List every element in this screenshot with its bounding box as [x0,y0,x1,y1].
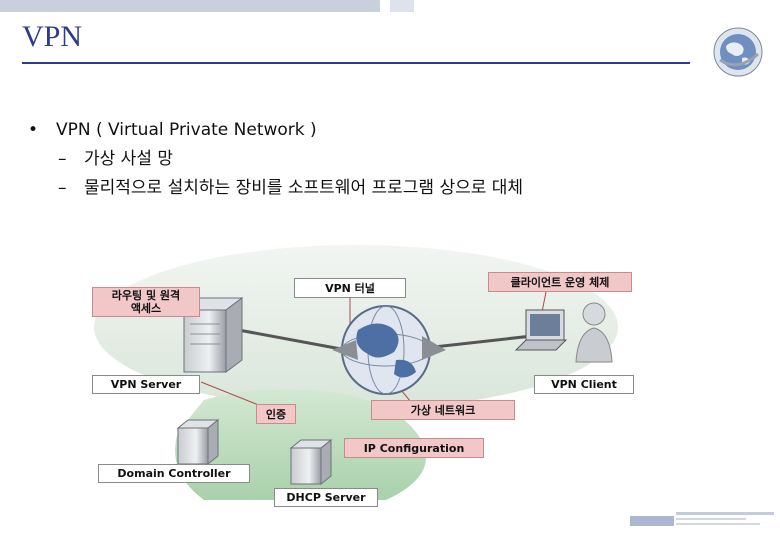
title-underline [22,62,690,64]
bullet-item: • VPN ( Virtual Private Network ) [28,116,523,145]
virtual-network-label: 가상 네트워크 [371,400,515,420]
bullet-text: VPN ( Virtual Private Network ) [56,120,317,140]
client-os-label: 클라이언트 운영 체제 [488,272,632,292]
domain-controller-label: Domain Controller [98,464,250,483]
bullet-list: • VPN ( Virtual Private Network ) –가상 사설 … [28,116,523,203]
diagram-graphics [94,245,618,500]
remote-access-line1: 라우팅 및 원격 [111,289,181,302]
dhcp-server-label: DHCP Server [274,488,378,507]
footer-logo-icon [630,512,774,526]
internet-globe-icon [332,305,446,395]
sub-item: –가상 사설 망 [28,145,523,174]
bullet-glyph: • [28,120,39,140]
auth-label: 인증 [256,404,296,424]
top-decoration-bar [0,0,420,12]
slide-title: VPN [22,20,83,53]
globe-logo-icon [713,27,763,77]
ip-config-label: IP Configuration [344,438,484,458]
top-bar-segment [0,0,380,12]
vpn-client-laptop-icon [514,302,613,363]
dash-glyph: – [58,149,67,169]
dhcp-server-icon [289,438,333,486]
dash-glyph: – [58,178,67,198]
vpn-client-label: VPN Client [534,375,634,394]
domain-controller-server-icon [176,418,220,466]
sub-item-text: 물리적으로 설치하는 장비를 소프트웨어 프로그램 상으로 대체 [84,178,524,198]
remote-access-label: 라우팅 및 원격 액세스 [92,287,200,317]
top-bar-segment [390,0,414,12]
vpn-diagram: 라우팅 및 원격 액세스 VPN 터널 클라이언트 운영 체제 VPN Serv… [86,232,634,510]
remote-access-line2: 액세스 [130,302,162,315]
vpn-tunnel-label: VPN 터널 [294,278,406,298]
vpn-server-label: VPN Server [92,375,200,394]
sub-item-text: 가상 사설 망 [84,149,174,169]
sub-item: –물리적으로 설치하는 장비를 소프트웨어 프로그램 상으로 대체 [28,174,523,203]
